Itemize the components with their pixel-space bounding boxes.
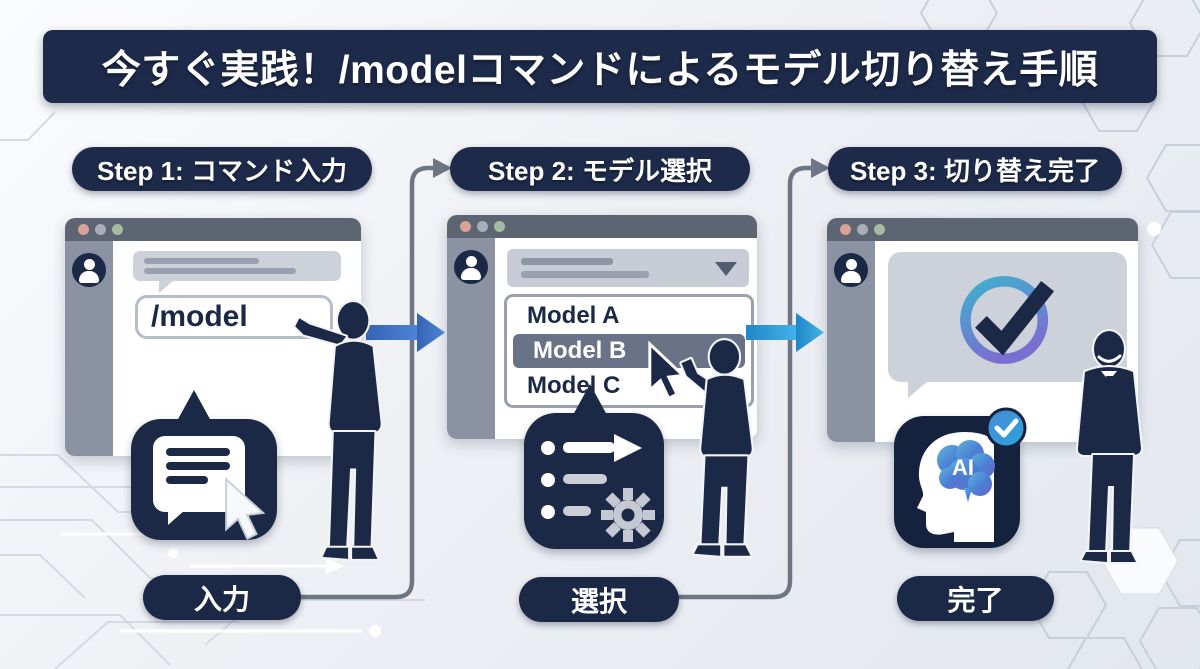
- action-badge-select: 選択: [519, 577, 679, 622]
- dropdown-option-model-b-selected[interactable]: Model B: [513, 334, 745, 368]
- chat-message-bubble: [133, 251, 341, 293]
- result-message-bubble: [888, 252, 1127, 398]
- user-avatar-icon: [834, 253, 868, 287]
- window3-sidebar: [827, 241, 875, 442]
- window1-sidebar: [65, 241, 113, 456]
- command-text: /model: [151, 300, 248, 333]
- step3-label: Step 3: 切り替え完了: [828, 147, 1122, 191]
- dropdown-option-model-a[interactable]: Model A: [527, 302, 620, 329]
- businessman-pointing-silhouette-step1: [293, 300, 383, 561]
- window2-titlebar: [447, 215, 757, 238]
- window-minimize-dot: [95, 224, 106, 235]
- cursor-arrow-icon: [225, 477, 266, 540]
- head-profile-glyph: AI: [917, 432, 995, 542]
- check-badge-icon: [985, 407, 1027, 449]
- action-badge-complete-text: 完了: [947, 584, 1004, 616]
- businessman-front-silhouette-step3: [1075, 329, 1143, 564]
- step1-label: Step 1: コマンド入力: [72, 147, 372, 191]
- window-zoom-dot: [112, 224, 123, 235]
- ai-brain-check-icon: AI: [894, 407, 1027, 548]
- window-minimize-dot: [477, 221, 488, 232]
- chevron-down-icon: [715, 262, 737, 276]
- step1-label-text: Step 1: コマンド入力: [97, 155, 347, 186]
- cursor-arrow-icon: [648, 340, 687, 400]
- arrow-right-glyph: [614, 434, 642, 462]
- action-badge-complete: 完了: [897, 576, 1054, 621]
- window-zoom-dot: [494, 221, 505, 232]
- page-title-text: 今すぐ実践！/modelコマンドによるモデル切り替え手順: [101, 48, 1099, 92]
- step2-label: Step 2: モデル選択: [450, 147, 750, 191]
- window2-sidebar: [447, 238, 495, 439]
- arrow-right-step2-to-step3: [746, 313, 824, 352]
- window3-titlebar: [827, 218, 1138, 241]
- businessman-pointing-silhouette-step2: [679, 338, 754, 558]
- action-badge-input-text: 入力: [193, 583, 250, 615]
- step3-label-text: Step 3: 切り替え完了: [850, 155, 1100, 186]
- user-avatar-icon: [72, 253, 106, 287]
- gear-icon: [601, 488, 655, 542]
- window-close-dot: [78, 224, 89, 235]
- action-badge-input: 入力: [143, 575, 301, 620]
- window-minimize-dot: [857, 224, 868, 235]
- window1-titlebar: [65, 218, 361, 241]
- success-check-circle-icon: [960, 275, 1055, 364]
- action-badge-select-text: 選択: [570, 585, 627, 617]
- list-gear-icon: [524, 384, 664, 549]
- window-zoom-dot: [874, 224, 885, 235]
- step2-label-text: Step 2: モデル選択: [488, 155, 712, 186]
- window-close-dot: [460, 221, 471, 232]
- ai-label: AI: [952, 455, 974, 480]
- chat-bubble-cursor-icon: [131, 390, 277, 540]
- user-avatar-icon: [454, 250, 488, 284]
- model-dropdown-header[interactable]: [507, 249, 749, 287]
- arrow-right-step1-to-step2: [366, 313, 445, 352]
- page-title: 今すぐ実践！/modelコマンドによるモデル切り替え手順: [43, 30, 1157, 103]
- window-close-dot: [840, 224, 851, 235]
